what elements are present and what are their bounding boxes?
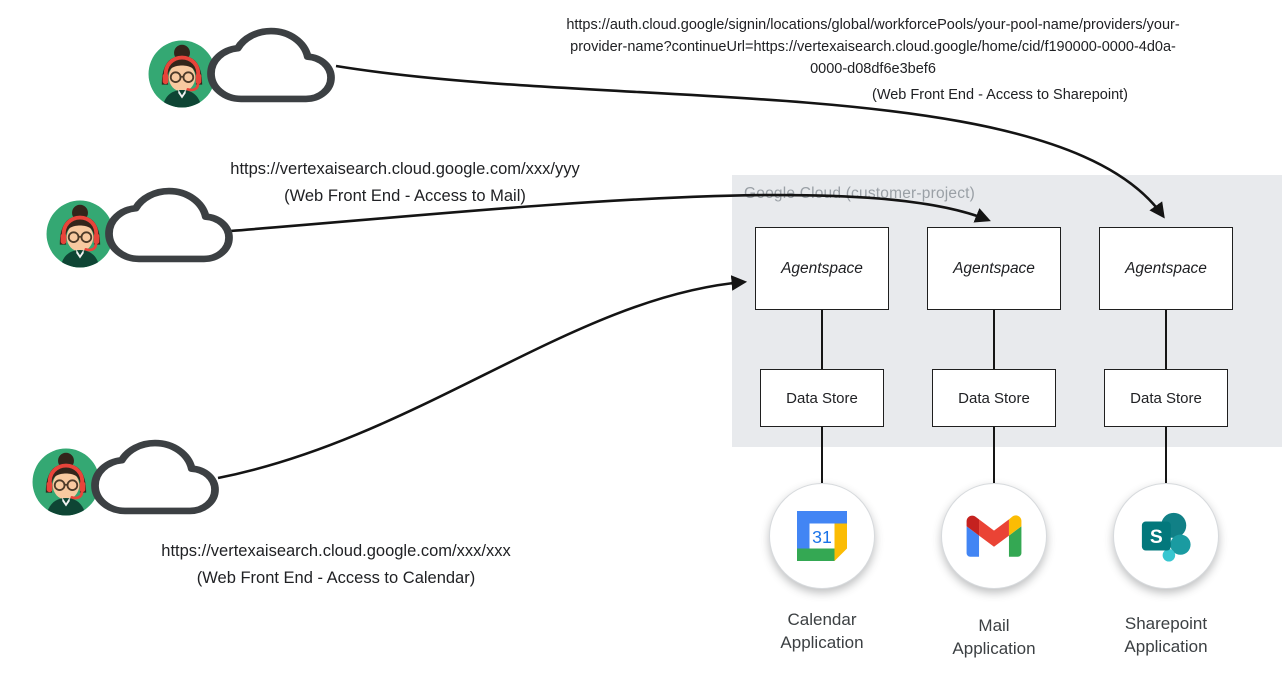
sharepoint-endpoint-label: https://auth.cloud.google/signin/locatio… xyxy=(553,14,1193,80)
user-calendar xyxy=(32,438,224,534)
google-calendar-icon: 31 xyxy=(797,511,847,561)
app-label-calendar: Calendar Application xyxy=(780,610,864,652)
calendar-endpoint-label: https://vertexaisearch.cloud.google.com/… xyxy=(111,540,561,589)
mail-endpoint-label: https://vertexaisearch.cloud.google.com/… xyxy=(190,158,620,207)
sharepoint-letter-text: S xyxy=(1150,527,1163,548)
connector-datastore-app-calendar xyxy=(821,427,823,483)
agentspace-label: Agentspace xyxy=(781,259,863,277)
connector-agent-datastore-calendar xyxy=(821,310,823,369)
app-label-mail: Mail Application xyxy=(952,616,1036,658)
sharepoint-url-text: https://auth.cloud.google/signin/locatio… xyxy=(566,17,1180,77)
region-title: Google Cloud (customer-project) xyxy=(744,185,976,202)
cloud-icon xyxy=(206,26,336,104)
sharepoint-icon: S xyxy=(1141,512,1191,562)
datastore-label: Data Store xyxy=(958,389,1030,407)
datastore-box-sharepoint: Data Store xyxy=(1104,369,1228,427)
calendar-caption-text: (Web Front End - Access to Calendar) xyxy=(196,569,476,587)
app-label-sharepoint: Sharepoint Application xyxy=(1124,614,1208,656)
mail-app-circle xyxy=(941,483,1047,589)
agentspace-label: Agentspace xyxy=(1125,259,1207,277)
sharepoint-app-circle: S xyxy=(1113,483,1219,589)
datastore-box-mail: Data Store xyxy=(932,369,1056,427)
agentspace-label: Agentspace xyxy=(953,259,1035,277)
connector-datastore-app-mail xyxy=(993,427,995,483)
gmail-icon xyxy=(966,514,1022,557)
calendar-app-circle: 31 xyxy=(769,483,875,589)
calendar-day-text: 31 xyxy=(812,527,832,547)
calendar-url-text: https://vertexaisearch.cloud.google.com/… xyxy=(161,542,511,560)
datastore-label: Data Store xyxy=(1130,389,1202,407)
cloud-icon xyxy=(90,438,220,516)
mail-caption-text: (Web Front End - Access to Mail) xyxy=(284,187,526,205)
agentspace-box-calendar: Agentspace xyxy=(755,227,889,310)
datastore-box-calendar: Data Store xyxy=(760,369,884,427)
mail-url-text: https://vertexaisearch.cloud.google.com/… xyxy=(230,160,580,178)
sharepoint-caption-text: (Web Front End - Access to Sharepoint) xyxy=(871,87,1128,103)
agentspace-box-sharepoint: Agentspace xyxy=(1099,227,1233,310)
user-sharepoint xyxy=(148,26,338,122)
sharepoint-endpoint-caption: (Web Front End - Access to Sharepoint) xyxy=(820,84,1180,106)
connector-agent-datastore-mail xyxy=(993,310,995,369)
datastore-label: Data Store xyxy=(786,389,858,407)
connector-datastore-app-sharepoint xyxy=(1165,427,1167,483)
arrow-user3-to-calendar-agentspace xyxy=(217,275,748,480)
connector-agent-datastore-sharepoint xyxy=(1165,310,1167,369)
agentspace-box-mail: Agentspace xyxy=(927,227,1061,310)
